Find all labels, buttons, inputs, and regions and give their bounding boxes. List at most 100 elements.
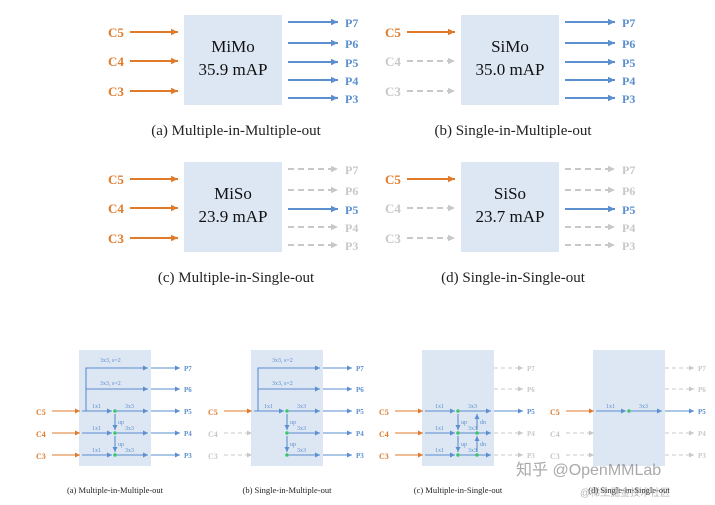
- op-label-1x1: 1x1: [92, 426, 101, 432]
- output-label-p5: P5: [345, 56, 358, 70]
- merge-dot: [113, 409, 117, 413]
- op-label-3x3: 3x3: [297, 448, 306, 454]
- op-label-3x3: 3x3: [125, 426, 134, 432]
- op-label-3x3: 3x3: [297, 426, 306, 432]
- op-label-1x1: 1x1: [435, 426, 444, 432]
- input-label-c5: C5: [108, 172, 124, 187]
- merge-dot: [285, 431, 289, 435]
- op-label-3x3: 3x3: [468, 426, 477, 432]
- block-name: MiSo: [214, 184, 252, 203]
- output-label-p3: P3: [622, 92, 635, 106]
- output-label-p7: P7: [622, 163, 635, 177]
- block-map: 35.0 mAP: [476, 60, 545, 79]
- merge-dot: [113, 431, 117, 435]
- small-output-label-p6: P6: [356, 386, 364, 394]
- merge-dot: [456, 431, 460, 435]
- op-label-1x1: 1x1: [92, 448, 101, 454]
- small-output-label-p5: P5: [698, 408, 706, 416]
- small-input-label-c3: C3: [550, 452, 560, 461]
- small-panel-caption: (d) Single-in-Single-out: [588, 485, 670, 495]
- input-label-c3: C3: [385, 231, 401, 246]
- small-output-label-p7: P7: [527, 365, 535, 373]
- merge-dot: [475, 453, 479, 457]
- small-output-label-p7: P7: [698, 365, 706, 373]
- merge-dot: [627, 409, 631, 413]
- op-label-up: up: [461, 442, 467, 448]
- small-panel-caption: (c) Multiple-in-Single-out: [414, 485, 503, 495]
- small-output-label-p3: P3: [356, 452, 364, 460]
- block-name: MiMo: [211, 37, 254, 56]
- panel-caption: (c) Multiple-in-Single-out: [158, 270, 315, 286]
- op-label-3x3-s2: 3x3, s=2: [272, 381, 293, 387]
- block-name: SiSo: [494, 184, 526, 203]
- merge-dot: [456, 453, 460, 457]
- op-label-dn: dn: [480, 420, 486, 426]
- op-label-3x3: 3x3: [468, 448, 477, 454]
- output-label-p5: P5: [622, 56, 635, 70]
- conv-s2-p7-line: [257, 365, 320, 411]
- output-label-p3: P3: [345, 239, 358, 253]
- merge-dot: [456, 409, 460, 413]
- small-output-label-p3: P3: [184, 452, 192, 460]
- op-label-up: up: [290, 420, 296, 426]
- watermark-text: 知乎 @OpenMMLab: [516, 461, 661, 479]
- output-label-p5: P5: [622, 203, 635, 217]
- small-panel-caption: (b) Single-in-Multiple-out: [242, 485, 332, 495]
- small-output-label-p5: P5: [527, 408, 535, 416]
- input-label-c5: C5: [385, 25, 401, 40]
- block-box: [184, 15, 282, 105]
- small-output-label-p6: P6: [527, 386, 535, 394]
- input-label-c3: C3: [108, 231, 124, 246]
- small-panel-caption: (a) Multiple-in-Multiple-out: [67, 485, 164, 495]
- merge-dot: [285, 409, 289, 413]
- small-output-label-p4: P4: [527, 430, 535, 438]
- op-label-3x3: 3x3: [297, 404, 306, 410]
- input-label-c5: C5: [108, 25, 124, 40]
- small-input-label-c5: C5: [550, 408, 560, 417]
- op-label-1x1: 1x1: [92, 404, 101, 410]
- panel-caption: (a) Multiple-in-Multiple-out: [151, 123, 321, 139]
- output-label-p6: P6: [622, 37, 635, 51]
- merge-dot: [475, 431, 479, 435]
- block-map: 23.7 mAP: [476, 207, 545, 226]
- small-block-box: [593, 350, 665, 466]
- op-label-3x3: 3x3: [125, 404, 134, 410]
- op-label-1x1: 1x1: [435, 404, 444, 410]
- small-output-label-p7: P7: [184, 365, 192, 373]
- input-label-c3: C3: [108, 84, 124, 99]
- small-output-label-p3: P3: [527, 452, 535, 460]
- op-label-3x3-s2: 3x3, s=2: [100, 381, 121, 387]
- panel-caption: (d) Single-in-Single-out: [441, 270, 586, 286]
- conv-s2-p7-line: [85, 365, 148, 411]
- output-label-p6: P6: [345, 37, 358, 51]
- merge-dot: [285, 453, 289, 457]
- op-label-up: up: [118, 420, 124, 426]
- op-label-3x3-s2: 3x3, s=2: [100, 358, 121, 364]
- panel-caption: (b) Single-in-Multiple-out: [434, 123, 592, 139]
- op-label-3x3: 3x3: [639, 404, 648, 410]
- block-map: 35.9 mAP: [199, 60, 268, 79]
- op-label-up: up: [118, 442, 124, 448]
- block-box: [461, 15, 559, 105]
- small-output-label-p7: P7: [356, 365, 364, 373]
- input-label-c3: C3: [385, 84, 401, 99]
- small-input-label-c5: C5: [208, 408, 218, 417]
- small-input-label-c4: C4: [379, 430, 389, 439]
- small-output-label-p6: P6: [184, 386, 192, 394]
- block-box: [184, 162, 282, 252]
- small-output-label-p4: P4: [184, 430, 192, 438]
- op-label-1x1: 1x1: [264, 404, 273, 410]
- block-name: SiMo: [491, 37, 529, 56]
- output-label-p4: P4: [345, 221, 358, 235]
